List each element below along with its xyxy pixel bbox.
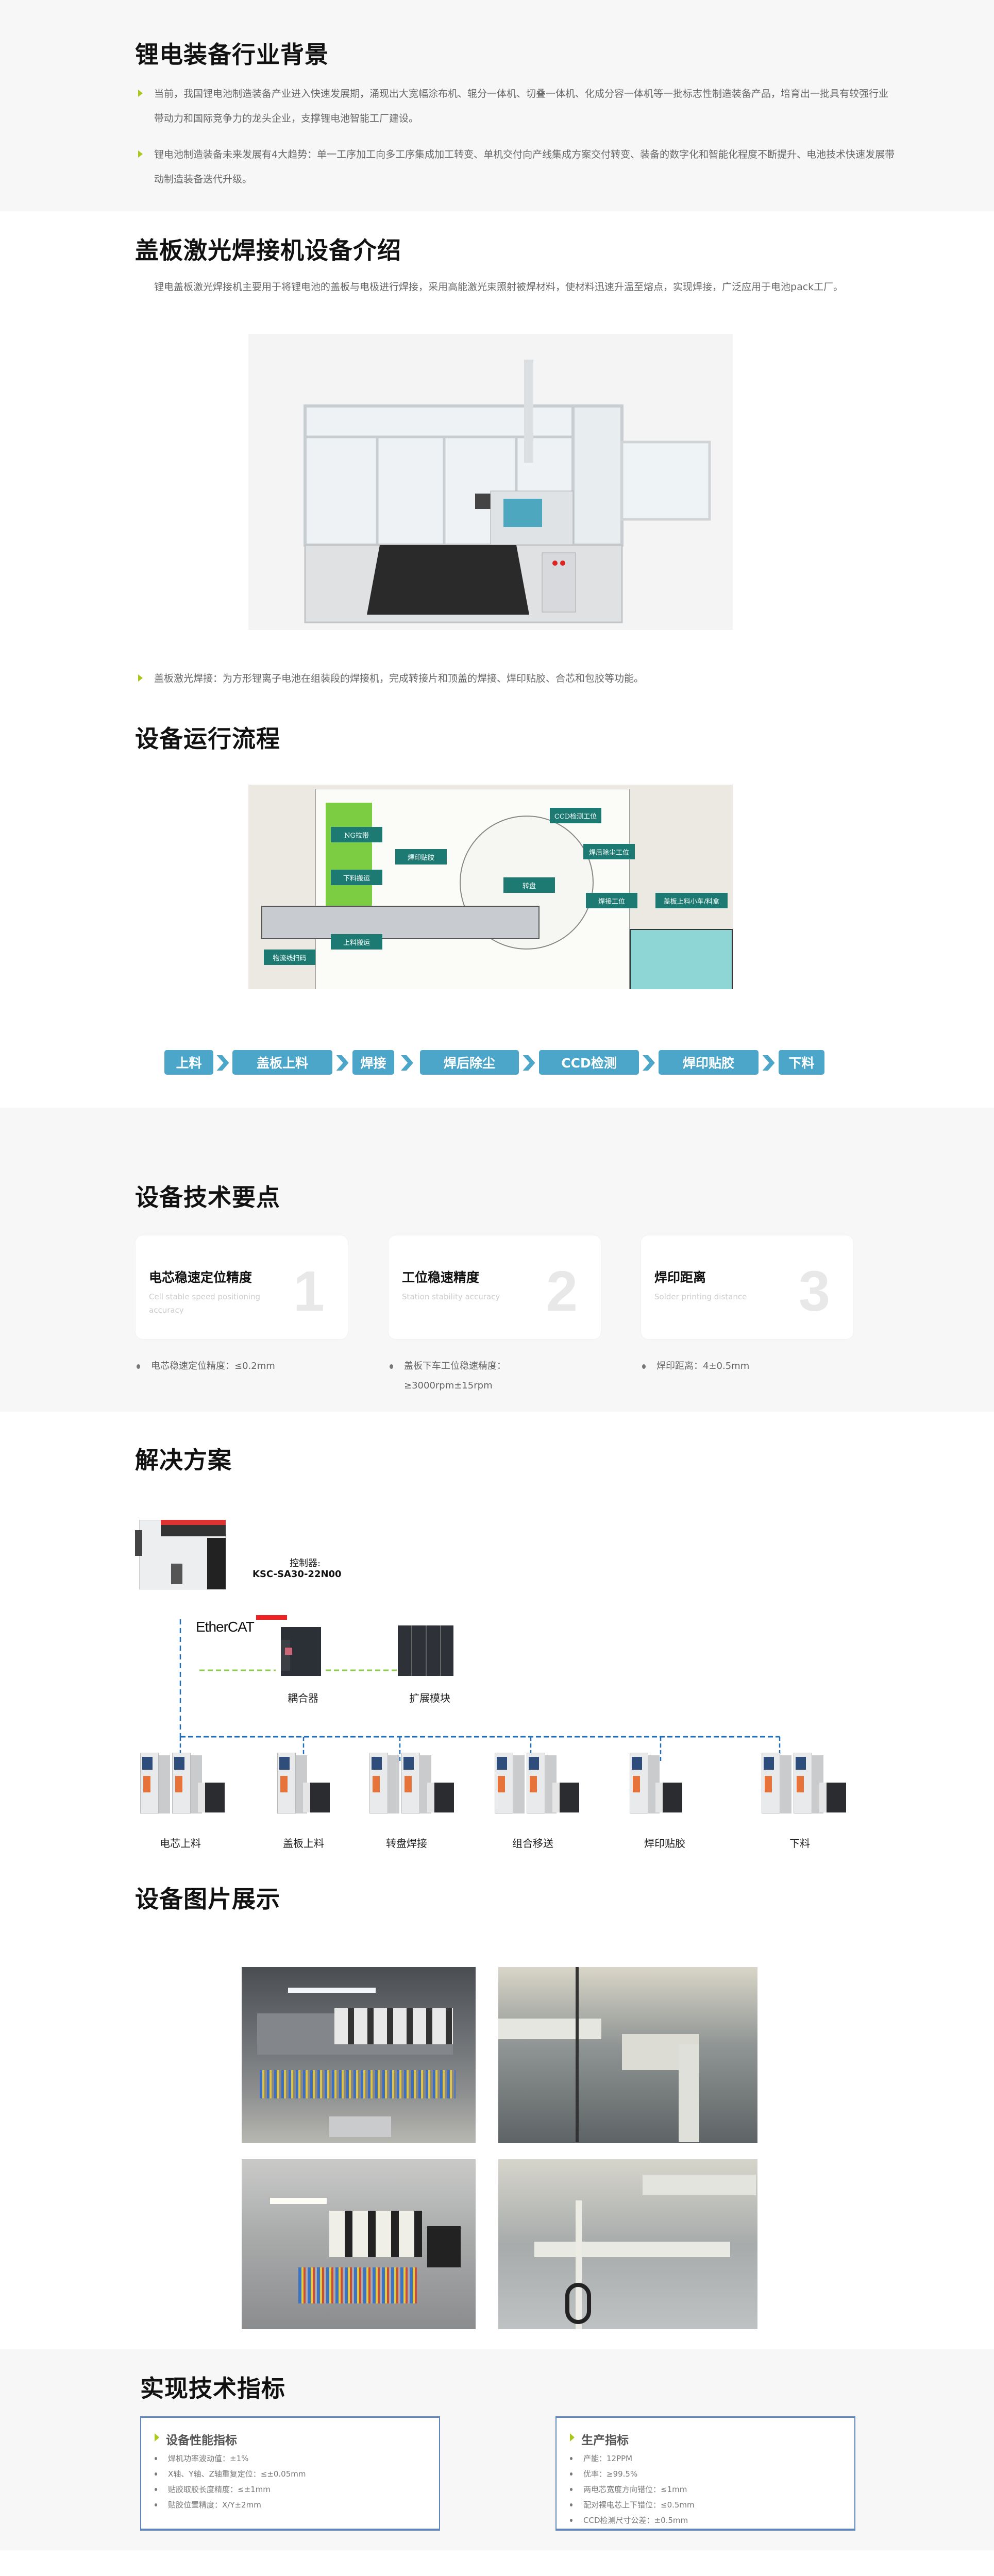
- servo-motor-image: [198, 1783, 225, 1812]
- section-title-gallery: 设备图片展示: [135, 1885, 280, 1913]
- photo-production-line-1: [498, 1967, 757, 2143]
- tech-card-title: 电芯稳速定位精度: [149, 1270, 252, 1285]
- tech-card-subtitle: Cell stable speed positioning accuracy: [149, 1292, 261, 1315]
- process-step: CCD检测: [539, 1050, 639, 1075]
- ethercat-logo: EtherCAT: [196, 1619, 255, 1635]
- servo-drive-image: [495, 1753, 525, 1814]
- layout-label: 焊接工位: [586, 893, 637, 908]
- section-title-background: 锂电装备行业背景: [135, 41, 329, 69]
- layout-label: 上料搬运: [331, 934, 382, 950]
- servo-drive-image: [140, 1753, 170, 1814]
- tech-card: 电芯稳速定位精度 Cell stable speed positioning ac…: [136, 1235, 348, 1339]
- servo-motor-image: [303, 1783, 330, 1812]
- coupler-label: 耦合器: [288, 1692, 318, 1704]
- tech-card-number: 3: [798, 1260, 830, 1323]
- tech-card: 工位稳速精度 Station stability accuracy 2: [389, 1235, 601, 1339]
- layout-label: 焊印贴胶: [395, 849, 447, 865]
- process-step: 焊印贴胶: [659, 1050, 759, 1075]
- layout-label: NG拉带: [331, 827, 382, 842]
- controller-label: 控制器:: [289, 1558, 321, 1569]
- performance-title: 设备性能指标: [155, 2430, 237, 2448]
- machine-image: [248, 334, 733, 630]
- section-title-indicators: 实现技术指标: [140, 2375, 285, 2402]
- tech-detail: 焊印距离：4±0.5mm: [641, 1357, 811, 1376]
- production-item: 配对裸电芯上下错位：≤0.5mm: [570, 2497, 695, 2513]
- servo-motor-image: [552, 1783, 579, 1812]
- photo-electrical-cabinet-2: [242, 2159, 476, 2329]
- servo-drive-image: [762, 1753, 791, 1814]
- background-bullet-1: 当前，我国锂电池制造装备产业进入快速发展期，涌现出大宽幅涂布机、辊分一体机、切叠…: [138, 81, 896, 131]
- tech-card-title: 焊印距离: [654, 1270, 706, 1285]
- photo-production-line-2: [498, 2159, 757, 2329]
- performance-item: 焊机功率波动值：±1%: [155, 2451, 306, 2466]
- servo-drive-image: [369, 1753, 399, 1814]
- expansion-module-image: [398, 1625, 453, 1676]
- controller-image: [135, 1520, 226, 1589]
- servo-motor-image: [427, 1783, 454, 1812]
- performance-item: X轴、Y轴、Z轴重复定位：≤±0.05mm: [155, 2466, 306, 2482]
- layout-label: 焊后除尘工位: [583, 844, 635, 859]
- process-step: 焊后除尘: [420, 1050, 519, 1075]
- tech-detail: 电芯稳速定位精度：≤0.2mm: [136, 1357, 306, 1376]
- production-item: 产能：12PPM: [570, 2451, 695, 2466]
- process-step: 盖板上料: [232, 1050, 332, 1075]
- section-title-solution: 解决方案: [135, 1446, 232, 1474]
- layout-label: 转盘: [503, 877, 555, 893]
- section-title-tech: 设备技术要点: [135, 1183, 280, 1211]
- tech-detail: 盖板下车工位稳速精度：≥3000rpm±15rpm: [389, 1357, 559, 1396]
- tech-card: 焊印距离 Solder printing distance 3: [641, 1235, 853, 1339]
- section-title-intro: 盖板激光焊接机设备介绍: [135, 236, 401, 264]
- production-item: CCD检测尺寸公差：±0.5mm: [570, 2513, 695, 2528]
- tech-card-subtitle: Station stability accuracy: [402, 1292, 500, 1301]
- servo-motor-image: [655, 1783, 682, 1812]
- coupler-image: [281, 1627, 321, 1676]
- process-step: 上料: [164, 1050, 213, 1075]
- background-bullet-2: 锂电池制造装备未来发展有4大趋势：单一工序加工向多工序集成加工转变、单机交付向产…: [138, 142, 896, 192]
- layout-label: 盖板上料小车/料盒: [655, 893, 728, 908]
- ethercat-arrow-icon: [256, 1615, 287, 1620]
- production-item: 两电芯宽度方向错位：≤1mm: [570, 2482, 695, 2497]
- station-label: 电芯上料: [160, 1837, 201, 1850]
- layout-label: 下料搬运: [331, 870, 382, 885]
- servo-drive-image: [630, 1753, 660, 1814]
- tech-card-number: 2: [546, 1260, 578, 1323]
- intro-bullet: 盖板激光焊接：为方形锂离子电池在组装段的焊接机，完成转接片和顶盖的焊接、焊印贴胶…: [138, 666, 896, 691]
- photo-electrical-cabinet-1: [242, 1967, 476, 2143]
- layout-label: 物流线扫码: [264, 950, 315, 965]
- section-title-process: 设备运行流程: [135, 725, 280, 753]
- station-label: 转盘焊接: [386, 1837, 427, 1850]
- process-step: 焊接: [352, 1050, 394, 1075]
- station-label: 组合移送: [512, 1837, 553, 1850]
- tech-card-number: 1: [293, 1260, 325, 1323]
- tech-card-subtitle: Solder printing distance: [654, 1292, 747, 1301]
- process-step: 下料: [779, 1050, 824, 1075]
- controller-model: KSC-SA30-22N00: [252, 1569, 342, 1580]
- production-title: 生产指标: [570, 2430, 629, 2448]
- production-item: 优率：≥99.5%: [570, 2466, 695, 2482]
- intro-text: 锂电盖板激光焊接机主要用于将锂电池的盖板与电极进行焊接，采用高能激光束照射被焊材…: [154, 281, 844, 293]
- servo-motor-image: [819, 1783, 846, 1812]
- expansion-label: 扩展模块: [409, 1692, 450, 1704]
- station-label: 焊印贴胶: [644, 1837, 685, 1850]
- process-layout-image: NG拉带 CCD检测工位 焊印贴胶 焊后除尘工位 下料搬运 转盘 焊接工位 盖板…: [248, 785, 733, 989]
- station-label: 下料: [789, 1837, 810, 1850]
- performance-item: 贴胶取胶长度精度：≤±1mm: [155, 2482, 306, 2497]
- performance-item: 贴胶位置精度：X/Y±2mm: [155, 2497, 306, 2513]
- station-label: 盖板上料: [283, 1837, 324, 1850]
- background-section: [0, 0, 994, 211]
- network-lines: [179, 1619, 781, 1762]
- layout-label: CCD检测工位: [550, 808, 601, 823]
- tech-card-title: 工位稳速精度: [402, 1270, 480, 1285]
